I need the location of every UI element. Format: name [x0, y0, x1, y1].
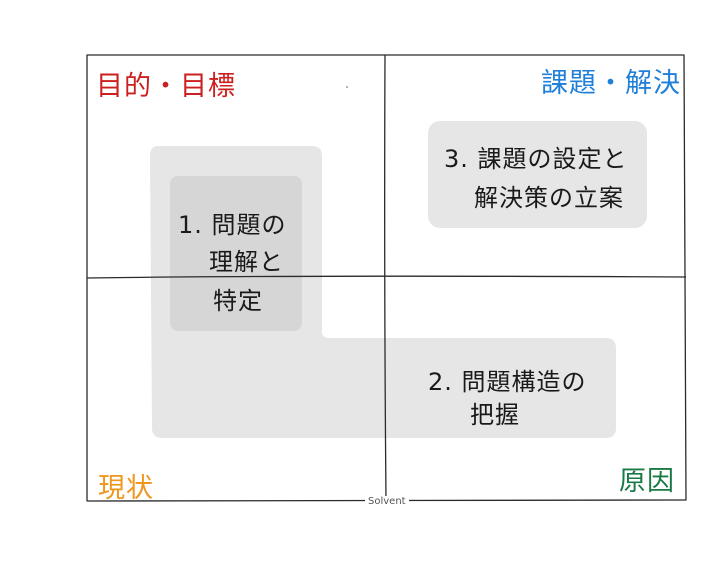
horizontal-divider [86, 275, 687, 279]
corner-label-issue-solution: 課題・解決 [541, 68, 681, 99]
footer-brand: Solvent [365, 496, 409, 507]
step3-region-shape [428, 121, 647, 228]
step1-line2: 理解と [209, 248, 284, 276]
corner-label-current-state: 現状 [98, 473, 154, 504]
step1-line1: 1. 問題の [178, 211, 287, 239]
frame-border [86, 54, 687, 502]
step3-line1: 3. 課題の設定と [444, 145, 628, 173]
stray-dot [346, 86, 348, 88]
step3-line2: 解決策の立案 [474, 184, 624, 212]
corner-label-goal: 目的・目標 [96, 71, 236, 102]
step1-region-shape [170, 176, 302, 331]
step2-line2: 把握 [470, 401, 520, 429]
corner-label-cause: 原因 [619, 466, 675, 497]
step1-line3: 特定 [213, 287, 263, 315]
vertical-divider [384, 54, 387, 502]
step2-line1: 2. 問題構造の [428, 368, 587, 396]
